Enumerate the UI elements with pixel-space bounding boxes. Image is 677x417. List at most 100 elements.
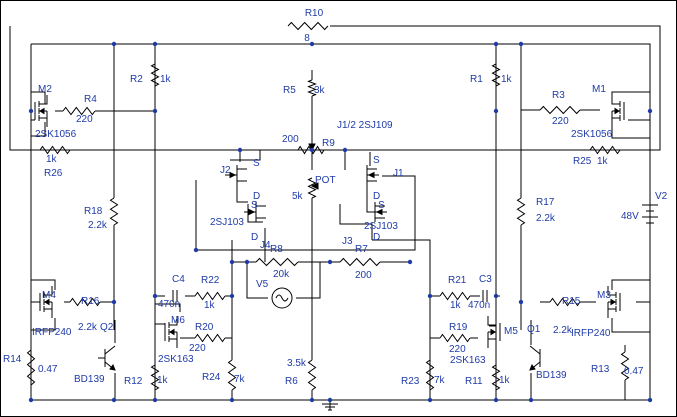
label-r10v: 8 bbox=[304, 33, 310, 44]
resistor-r6 bbox=[307, 359, 317, 391]
label-j1: J1 bbox=[393, 168, 404, 179]
label-r1: R1 bbox=[470, 74, 483, 85]
junction-dot bbox=[152, 293, 158, 299]
label-v2v: 48V bbox=[621, 211, 639, 222]
label-sk163: 2SK163 bbox=[158, 354, 194, 365]
label-r3v: 220 bbox=[552, 116, 569, 127]
label-j2p: 2SJ103 bbox=[210, 217, 244, 228]
label-r15v: 2.2k bbox=[553, 325, 573, 336]
label-m2: M2 bbox=[38, 84, 52, 95]
label-m1: M1 bbox=[592, 84, 606, 95]
junction-dot bbox=[244, 259, 250, 265]
junction-dot bbox=[309, 397, 315, 403]
junction-dot bbox=[327, 397, 333, 403]
label-r22: R22 bbox=[201, 275, 220, 286]
junction-dot bbox=[28, 397, 34, 403]
label-potv: 5k bbox=[292, 191, 304, 202]
junction-dot bbox=[152, 397, 158, 403]
label-bd139: BD139 bbox=[536, 370, 567, 381]
label-s: S bbox=[251, 200, 258, 211]
junction-dot bbox=[193, 247, 199, 253]
label-r2v: 1k bbox=[160, 74, 172, 85]
label-r12: R12 bbox=[124, 376, 143, 387]
bjt-q1 bbox=[529, 345, 541, 355]
resistor-r7 bbox=[339, 257, 381, 267]
label-m3: M3 bbox=[597, 290, 611, 301]
wire bbox=[155, 303, 181, 312]
label-r16v: 2.2k bbox=[78, 322, 98, 333]
label-r23: R23 bbox=[401, 376, 420, 387]
bjt-q1 bbox=[529, 363, 536, 371]
junction-dot bbox=[493, 293, 499, 299]
label-c3: C3 bbox=[479, 274, 492, 285]
jfet-j4 bbox=[248, 208, 256, 216]
resistor-r2 bbox=[150, 63, 160, 87]
label-r15: R15 bbox=[562, 296, 581, 307]
label-r4: R4 bbox=[84, 94, 97, 105]
mosfet-m3 bbox=[607, 286, 616, 296]
label-r4v: 220 bbox=[76, 114, 93, 125]
junction-dot bbox=[309, 41, 315, 47]
wire bbox=[31, 91, 46, 104]
jfet-j2 bbox=[229, 171, 237, 179]
label-j3: J3 bbox=[342, 236, 353, 247]
label-j12: J1/2 2SJ109 bbox=[337, 120, 393, 131]
resistor-r4 bbox=[62, 106, 96, 116]
label-d: D bbox=[373, 232, 380, 243]
label-irfp240: IRFP240 bbox=[571, 328, 611, 339]
resistor-r11 bbox=[491, 364, 501, 391]
junction-dot bbox=[237, 147, 243, 153]
wire bbox=[246, 262, 268, 299]
pot-wiper bbox=[310, 182, 319, 190]
label-r6v: 3.5k bbox=[287, 358, 307, 369]
junction-dot bbox=[229, 397, 235, 403]
resistor-r24 bbox=[227, 359, 237, 391]
junction-dot bbox=[28, 108, 34, 114]
r9-wiper bbox=[308, 143, 316, 152]
label-s: S bbox=[373, 155, 380, 166]
label-r13v: 0.47 bbox=[624, 366, 644, 377]
resistor-r10 bbox=[287, 21, 329, 31]
label-r11: R11 bbox=[465, 376, 483, 387]
junction-dot bbox=[518, 41, 524, 47]
label-r12v: 1k bbox=[157, 375, 169, 386]
mosfet-m6 bbox=[169, 328, 175, 336]
label-m1p: 2SK1056 bbox=[571, 129, 613, 140]
bjt-q2 bbox=[104, 345, 116, 355]
junction-dot bbox=[493, 108, 499, 114]
label-r5: R5 bbox=[283, 85, 296, 96]
mosfet-m3 bbox=[610, 298, 616, 306]
junction-dot bbox=[111, 397, 117, 403]
label-r20v: 220 bbox=[189, 343, 206, 354]
junction-dot bbox=[407, 259, 413, 265]
label-bd139: BD139 bbox=[74, 374, 105, 385]
label-j4: J4 bbox=[260, 240, 271, 251]
wire bbox=[31, 318, 56, 331]
resistor-r26 bbox=[39, 145, 71, 155]
label-q2: Q2 bbox=[100, 322, 114, 333]
resistor-r20 bbox=[194, 333, 226, 343]
junction-dot bbox=[518, 299, 524, 305]
resistor-r23 bbox=[425, 359, 435, 391]
label-r1v: 1k bbox=[501, 74, 513, 85]
label-irfp240: IRFP240 bbox=[32, 327, 72, 338]
label-d: D bbox=[373, 191, 380, 202]
label-r16: R16 bbox=[81, 296, 100, 307]
component-layer bbox=[26, 21, 658, 411]
resistor-r17 bbox=[516, 197, 526, 226]
junction-dot bbox=[493, 41, 499, 47]
label-s: S bbox=[378, 200, 385, 211]
label-r11v: 1k bbox=[499, 375, 511, 386]
junction-dot bbox=[647, 108, 653, 114]
junction-dot bbox=[493, 397, 499, 403]
label-r9: R9 bbox=[322, 138, 335, 149]
mosfet-m1 bbox=[611, 95, 620, 105]
resistor-r3 bbox=[539, 105, 581, 115]
label-m5: M5 bbox=[504, 326, 518, 337]
junction-dot bbox=[152, 108, 158, 114]
junction-dot bbox=[647, 397, 653, 403]
label-r19v: 220 bbox=[449, 344, 466, 355]
label-r25v: 1k bbox=[597, 156, 609, 167]
